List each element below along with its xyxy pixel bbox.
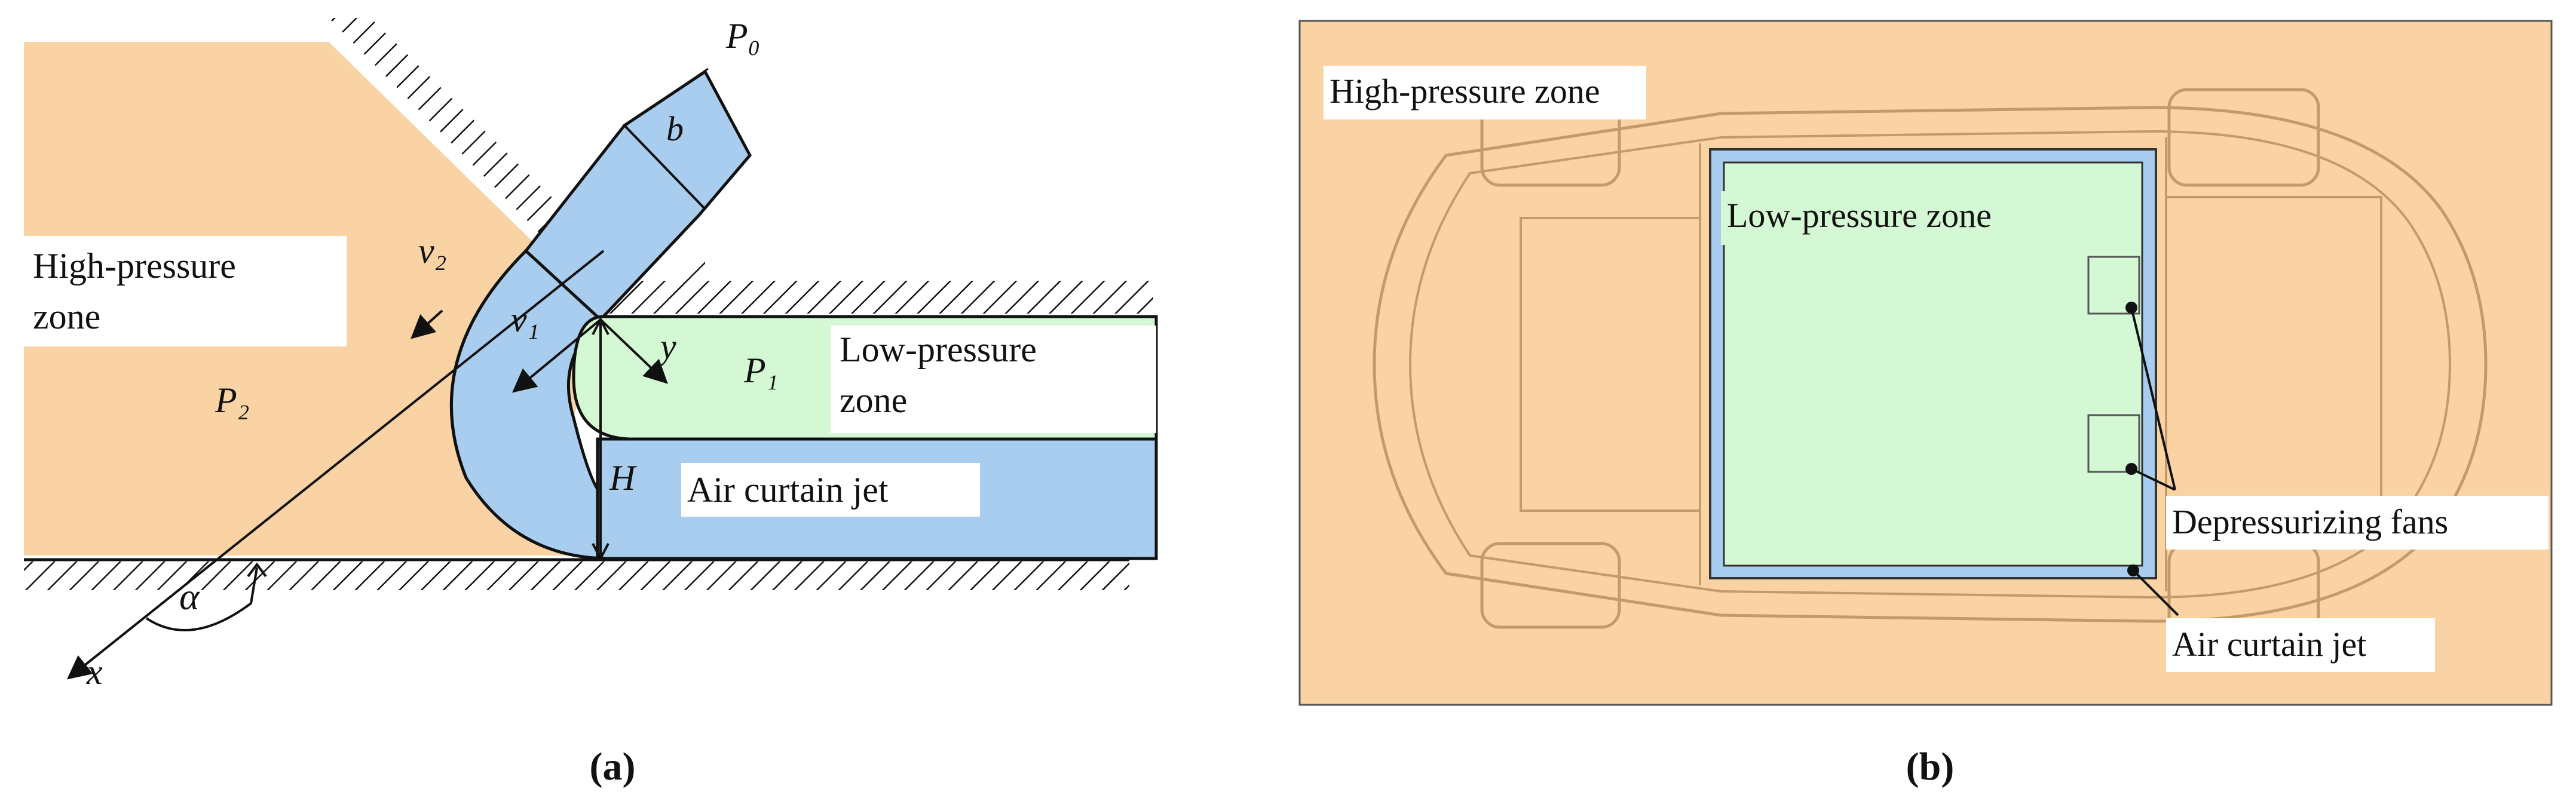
wheel-rear-top xyxy=(2167,88,2320,187)
fans-label-box xyxy=(2166,496,2549,550)
high-pressure-zone-label-line1: High-pressure xyxy=(33,246,236,286)
alpha-arc-head xyxy=(247,562,267,578)
channel-top-hatch xyxy=(598,281,1153,314)
lp-label-box xyxy=(831,326,1156,433)
y-arrow xyxy=(599,318,668,384)
panel-a: High-pressure zone Low-pressure zone Air… xyxy=(24,16,1158,788)
x-axis-line xyxy=(66,250,605,680)
symbol-p0: P₀ xyxy=(725,16,761,56)
h-dimension-arrow-bottom xyxy=(592,543,609,561)
symbol-v2: v₂ xyxy=(418,231,447,271)
fan-lower-leader xyxy=(2131,468,2176,491)
v2-arrow xyxy=(411,309,443,339)
symbol-b: b xyxy=(666,109,684,148)
fan-upper-leader xyxy=(2130,307,2176,490)
jet-label-box xyxy=(681,463,980,517)
panel-b: High-pressure zone Low-pressure zone Dep… xyxy=(1298,20,2553,788)
alpha-arc xyxy=(145,567,258,631)
hp-zone-label-box-b xyxy=(1324,66,1646,119)
depressurizing-fans-label: Depressurizing fans xyxy=(2172,502,2448,541)
symbol-v1: v₁ xyxy=(511,300,540,339)
caption-b: (b) xyxy=(1906,745,1955,788)
v1-arrow xyxy=(511,318,602,393)
jet-outer-edge xyxy=(449,250,604,560)
wheel-front-bottom xyxy=(1480,542,1621,629)
lp-zone-label-box-b xyxy=(1721,191,2032,245)
fan-upper xyxy=(2087,256,2140,315)
low-pressure-zone-label-b: Low-pressure zone xyxy=(1727,196,1992,235)
low-pressure-zone-label-line2: zone xyxy=(840,380,907,420)
hp-label-box xyxy=(24,236,347,346)
jet-label-box-b xyxy=(2166,618,2435,672)
caption-a: (a) xyxy=(590,745,636,788)
symbol-alpha: α xyxy=(179,575,200,618)
air-curtain-jet-label-b: Air curtain jet xyxy=(2172,625,2366,664)
h-dimension-arrow-top xyxy=(592,317,609,335)
air-curtain-jet-label: Air curtain jet xyxy=(687,470,889,510)
fan-lower xyxy=(2087,414,2140,473)
symbol-p1: P₁ xyxy=(743,351,779,390)
symbol-H: H xyxy=(609,458,638,498)
b-extension-a xyxy=(624,67,709,127)
jet-leader xyxy=(2132,569,2179,616)
high-pressure-zone-label-b: High-pressure zone xyxy=(1330,72,1600,111)
symbol-x: x xyxy=(86,652,103,692)
low-pressure-zone-label-line1: Low-pressure xyxy=(840,330,1037,369)
b-dimension xyxy=(623,124,706,210)
symbol-y: y xyxy=(657,327,676,366)
symbol-p2: P₂ xyxy=(215,380,250,420)
high-pressure-zone-label-line2: zone xyxy=(33,297,100,336)
